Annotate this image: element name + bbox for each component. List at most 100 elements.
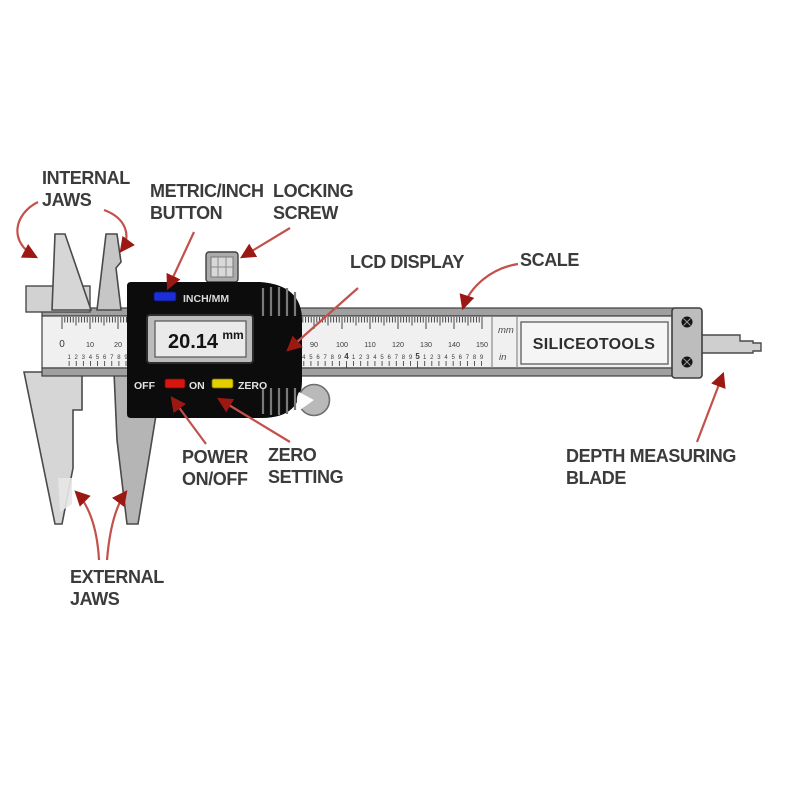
label-depth-measuring-blade: DEPTH MEASURING BLADE xyxy=(566,446,736,489)
inch-digit: 9 xyxy=(409,355,413,361)
inch-digit: 2 xyxy=(359,355,363,361)
inch-mm-button-label: INCH/MM xyxy=(183,293,229,305)
inch-digit: 3 xyxy=(366,355,370,361)
mm-number: 20 xyxy=(114,340,122,349)
inch-digit: 7 xyxy=(395,355,399,361)
label-line: DEPTH MEASURING xyxy=(566,446,737,466)
zero-button xyxy=(211,378,234,389)
inch-digit: 5 xyxy=(96,355,100,361)
off-label: OFF xyxy=(134,380,156,392)
inch-digit: 6 xyxy=(316,355,320,361)
label-line: JAWS xyxy=(70,588,120,609)
label-metric-inch-button: METRIC/INCH BUTTON xyxy=(150,181,264,224)
arrow-external-jaw-right xyxy=(105,490,128,561)
zero-label: ZERO xyxy=(238,380,267,392)
inch-digit: 4 xyxy=(344,352,349,361)
inch-digit: 1 xyxy=(352,355,356,361)
label-zero-setting: ZERO SETTING xyxy=(268,445,344,488)
label-line: METRIC/INCH xyxy=(150,181,264,201)
inch-digit: 8 xyxy=(331,355,335,361)
label-lcd-display: LCD DISPLAY xyxy=(350,252,464,274)
inch-digit: 5 xyxy=(415,352,420,361)
inch-digit: 7 xyxy=(466,355,470,361)
inch-digit: 1 xyxy=(423,355,427,361)
thumb-roller-highlight xyxy=(296,392,314,410)
end-cap-screw-top xyxy=(681,316,693,328)
arrow-internal-jaw-left xyxy=(16,201,39,259)
inch-digit: 8 xyxy=(402,355,406,361)
label-external-jaws: EXTERNAL JAWS xyxy=(70,567,164,610)
label-line: ZERO xyxy=(268,445,317,465)
inch-digit: 4 xyxy=(444,355,448,361)
inch-digit: 7 xyxy=(110,355,114,361)
on-label: ON xyxy=(189,380,205,392)
label-line: JAWS xyxy=(42,189,92,210)
inch-digit: 5 xyxy=(451,355,455,361)
mm-number: 90 xyxy=(310,340,318,349)
lcd-screen xyxy=(154,320,247,358)
label-line: POWER xyxy=(182,447,249,467)
mm-number: 130 xyxy=(420,340,432,349)
inch-digit: 6 xyxy=(103,355,107,361)
inch-digit: 9 xyxy=(124,355,128,361)
arrow-external-jaw-left xyxy=(74,490,101,561)
inch-digit: 6 xyxy=(387,355,391,361)
label-scale: SCALE xyxy=(520,250,579,272)
mm-number: 0 xyxy=(59,339,65,350)
label-internal-jaws: INTERNAL JAWS xyxy=(42,168,130,211)
label-line: LOCKING xyxy=(273,181,354,201)
arrow-power-on-off xyxy=(170,396,207,445)
housing-grip-ridges-top xyxy=(261,287,297,316)
label-locking-screw: LOCKING SCREW xyxy=(273,181,354,224)
arrow-depth-blade xyxy=(695,371,726,443)
mm-number: 140 xyxy=(448,340,460,349)
inch-digit: 4 xyxy=(89,355,93,361)
inch-digit: 2 xyxy=(75,355,79,361)
inch-digit: 3 xyxy=(82,355,86,361)
end-cap-screw-bottom xyxy=(681,356,693,368)
label-line: BUTTON xyxy=(150,202,223,223)
inch-digit: 9 xyxy=(480,355,484,361)
inch-digit: 7 xyxy=(323,355,327,361)
external-jaw-fixed xyxy=(23,371,83,525)
mm-number: 100 xyxy=(336,340,348,349)
mm-number: 10 xyxy=(86,340,94,349)
brand-panel xyxy=(520,321,669,365)
label-line: ON/OFF xyxy=(182,468,248,489)
external-jaw-fixed-highlight xyxy=(58,478,72,512)
housing-grip-ridges-bottom xyxy=(261,388,297,415)
lcd-unit: mm xyxy=(222,328,243,342)
arrow-zero-setting xyxy=(217,397,291,443)
inch-digit: 9 xyxy=(338,355,342,361)
arrow-metric-inch-button xyxy=(166,231,195,291)
inch-digit: 2 xyxy=(430,355,434,361)
label-line: LCD DISPLAY xyxy=(350,252,464,272)
arrow-locking-screw xyxy=(240,227,291,259)
inch-digit: 4 xyxy=(302,355,306,361)
depth-measuring-blade xyxy=(699,334,762,354)
arrow-scale xyxy=(459,262,519,311)
mm-number: 110 xyxy=(364,340,375,349)
unit-mm-label: mm xyxy=(498,325,514,336)
label-line: SETTING xyxy=(268,466,344,487)
inch-digit: 6 xyxy=(459,355,463,361)
inch-digit: 8 xyxy=(117,355,121,361)
mm-number: 120 xyxy=(392,340,404,349)
beam-end-cap xyxy=(671,307,703,379)
internal-jaw-sliding xyxy=(96,233,122,311)
unit-in-label: in xyxy=(499,352,506,363)
internal-jaw-fixed xyxy=(51,233,93,311)
power-button xyxy=(164,378,186,389)
label-line: EXTERNAL xyxy=(70,567,164,587)
inch-digit: 1 xyxy=(67,355,71,361)
label-line: INTERNAL xyxy=(42,168,130,188)
inch-digit: 3 xyxy=(437,355,441,361)
inch-digit: 4 xyxy=(373,355,377,361)
brand-text: SILICEOTOOLS xyxy=(533,336,655,353)
label-line: SCALE xyxy=(520,250,580,270)
label-line: SCREW xyxy=(273,202,338,223)
label-power-on-off: POWER ON/OFF xyxy=(182,447,248,490)
inch-mm-button xyxy=(153,291,177,302)
